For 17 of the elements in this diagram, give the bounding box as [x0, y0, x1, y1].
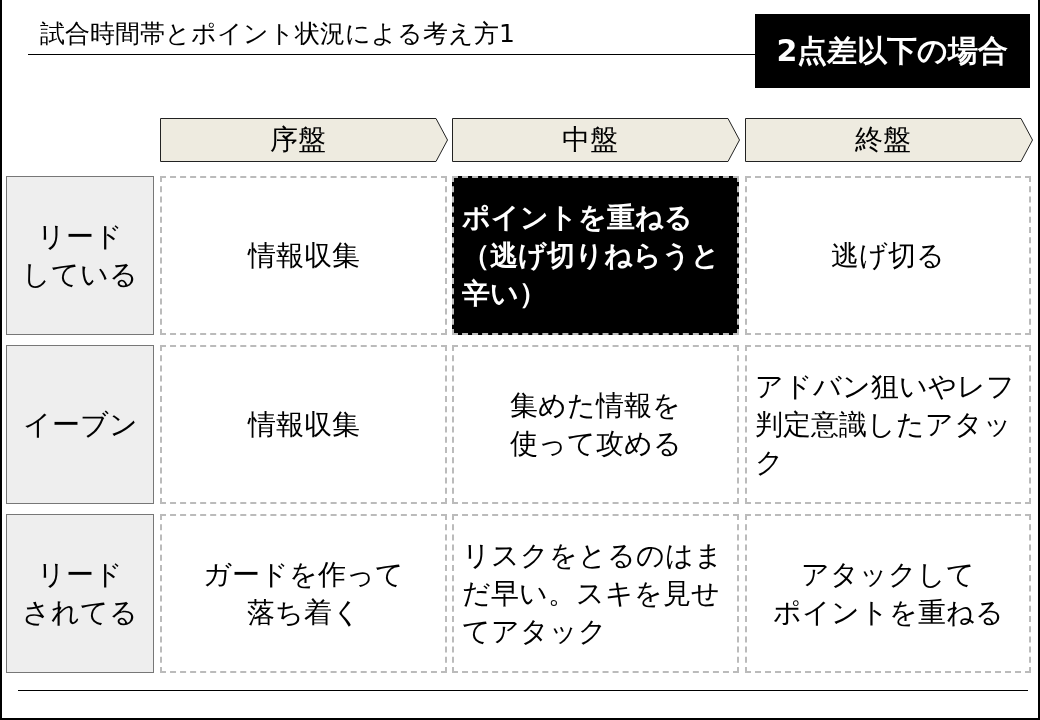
table-cell: リスクをとるのはまだ早い。スキを見せてアタック [452, 514, 739, 673]
table-cell: 情報収集 [160, 345, 447, 504]
row-header: リードされてる [6, 514, 154, 673]
table-cell: アドバン狙いやレフ判定意識したアタック [745, 345, 1031, 504]
table-cell: 逃げ切る [745, 176, 1031, 335]
table-cell: 情報収集 [160, 176, 447, 335]
table-cell: アタックしてポイントを重ねる [745, 514, 1031, 673]
highlighted-cell: ポイントを重ねる（逃げ切りねらうと辛い） [452, 176, 739, 335]
column-header: 序盤 [160, 118, 448, 162]
column-header: 中盤 [452, 118, 740, 162]
row-header: イーブン [6, 345, 154, 504]
title: 試合時間帯とポイント状況による考え方1 [40, 18, 515, 50]
condition-badge: 2点差以下の場合 [755, 14, 1030, 88]
row-header: リードしている [6, 176, 154, 335]
column-header: 終盤 [745, 118, 1033, 162]
table-cell: 集めた情報を使って攻める [452, 345, 739, 504]
table-cell: ガードを作って落ち着く [160, 514, 447, 673]
